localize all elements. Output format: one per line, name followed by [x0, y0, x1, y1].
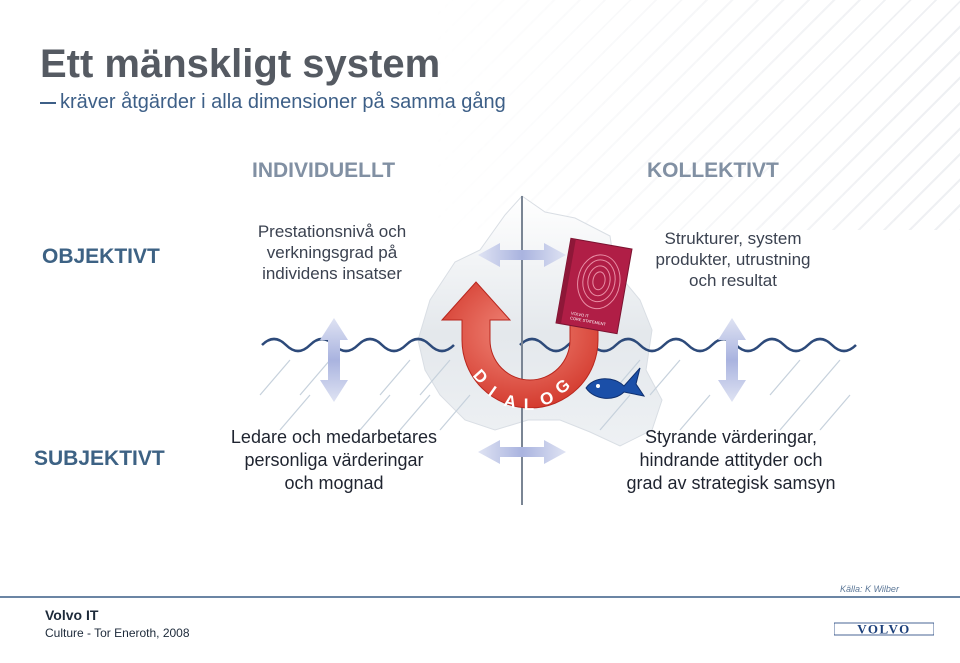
u-turn-arrow-icon — [440, 281, 599, 409]
book-line-1: VOLVO IT — [571, 310, 590, 318]
vertical-arrow-left — [320, 318, 348, 402]
footer-divider — [0, 596, 960, 598]
quadrant-bottom-left-line-1: Ledare och medarbetares — [230, 427, 438, 447]
quadrant-top-right-line-3: och resultat — [689, 271, 777, 290]
quadrant-top-left-line-1: Prestationsnivå och — [257, 222, 407, 241]
quadrant-bottom-right-line-3: grad av strategisk samsyn — [626, 473, 836, 493]
volvo-logo: VOLVO — [834, 622, 934, 637]
horizontal-arrow-top — [478, 243, 566, 267]
quadrant-top-left: Prestationsnivå och verkningsgrad på ind… — [232, 221, 432, 284]
source-note: Källa: K Wilber — [840, 584, 899, 594]
quadrant-bottom-right-line-1: Styrande värderingar, — [644, 427, 818, 447]
quadrant-top-right: Strukturer, system produkter, utrustning… — [628, 228, 838, 291]
column-header-individual: INDIVIDUELLT — [252, 159, 396, 182]
row-label-objective: OBJEKTIVT — [42, 245, 160, 268]
quadrant-bottom-left-line-3: och mognad — [284, 473, 384, 493]
footer-credit: Culture - Tor Eneroth, 2008 — [45, 626, 190, 640]
slide-title: Ett mänskligt system — [40, 42, 441, 86]
slide-subtitle: kräver åtgärder i alla dimensioner på sa… — [40, 91, 506, 114]
row-label-subjective: SUBJEKTIVT — [34, 447, 165, 470]
quadrant-top-left-line-3: individens insatser — [262, 264, 402, 283]
quadrant-bottom-right-line-2: hindrande attityder och — [639, 450, 823, 470]
fingerprint-book-icon: VOLVO IT CORE STATEMENT — [555, 237, 633, 335]
volvo-logo-text: VOLVO — [857, 622, 910, 637]
quadrant-bottom-right: Styrande värderingar, hindrande attityde… — [608, 426, 854, 495]
horizontal-arrow-bottom — [478, 440, 566, 464]
vertical-arrow-right — [718, 318, 746, 402]
quadrant-bottom-left: Ledare och medarbetares personliga värde… — [214, 426, 454, 495]
dialog-letter-a: A — [502, 391, 518, 412]
iceberg-icon — [417, 195, 663, 447]
quadrant-top-right-line-2: produkter, utrustning — [655, 250, 811, 269]
quadrant-bottom-left-line-2: personliga värderingar — [244, 450, 424, 470]
quadrant-top-left-line-2: verkningsgrad på — [266, 243, 398, 262]
book-line-2: CORE STATEMENT — [570, 315, 607, 326]
column-header-collective: KOLLEKTIVT — [647, 159, 779, 182]
fish-icon — [585, 367, 646, 399]
footer-company: Volvo IT — [45, 607, 99, 623]
subtitle-text: kräver åtgärder i alla dimensioner på sa… — [60, 91, 506, 113]
subtitle-dash — [40, 102, 56, 104]
background-pattern — [400, 0, 960, 230]
dialog-letter-l: L — [524, 395, 534, 414]
dialog-letter-o: O — [537, 387, 556, 409]
quadrant-top-right-line-1: Strukturer, system — [664, 229, 802, 248]
